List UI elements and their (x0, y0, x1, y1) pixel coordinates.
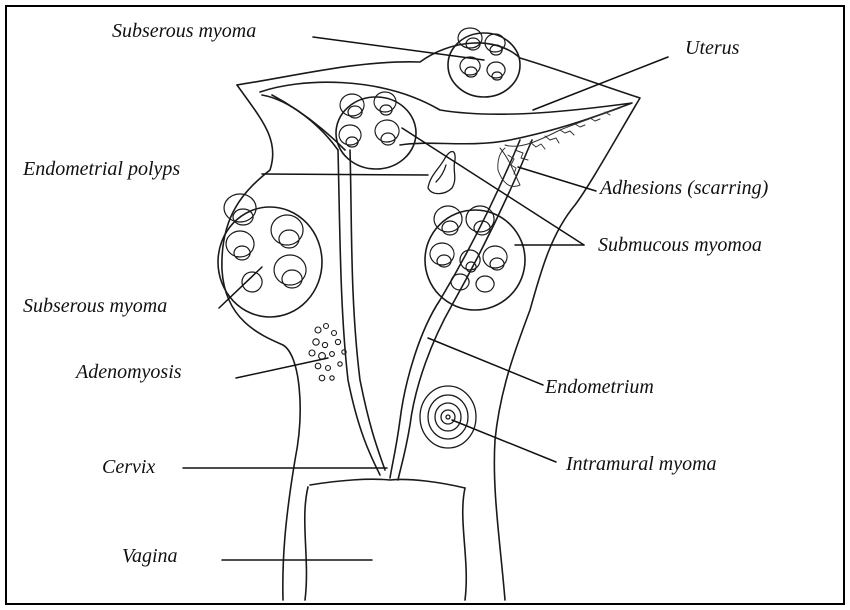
label-endometrium: Endometrium (545, 377, 654, 397)
leader-polyps (262, 174, 428, 175)
fundus-cavity (260, 82, 632, 145)
leader-adhesions (518, 167, 596, 191)
vaginal-fornix-right (463, 488, 467, 600)
label-subserous-top: Subserous myoma (112, 21, 256, 41)
label-submucous: Submucous myomoa (598, 235, 762, 255)
myoma-left (218, 207, 322, 317)
cavity-left-wall (350, 150, 385, 470)
cornu-left-inner (272, 95, 345, 150)
myoma-intramural (420, 386, 476, 448)
label-uterus: Uterus (685, 38, 739, 58)
leader-intramural (452, 420, 556, 462)
leader-adenomyosis (236, 358, 328, 378)
label-vagina: Vagina (122, 546, 178, 566)
cervix-os (310, 479, 465, 488)
vaginal-fornix (305, 487, 308, 600)
cavity-left-wall-inner (338, 150, 380, 475)
cornu-left (262, 95, 338, 150)
label-endometrial-polyps: Endometrial polyps (23, 159, 180, 179)
label-adhesions: Adhesions (scarring) (600, 178, 768, 198)
leader-endometrium (428, 338, 543, 385)
myoma-left-swirls (224, 194, 306, 292)
label-adenomyosis: Adenomyosis (76, 362, 182, 382)
label-subserous-left: Subserous myoma (23, 296, 167, 316)
adenomyosis-dots (309, 324, 346, 381)
myoma-fundal-swirls (339, 92, 399, 147)
label-intramural: Intramural myoma (566, 454, 717, 474)
polyp-shape (428, 152, 455, 194)
uterus-outline-left (222, 85, 300, 600)
label-cervix: Cervix (102, 457, 155, 477)
leader-uterus (533, 57, 668, 110)
